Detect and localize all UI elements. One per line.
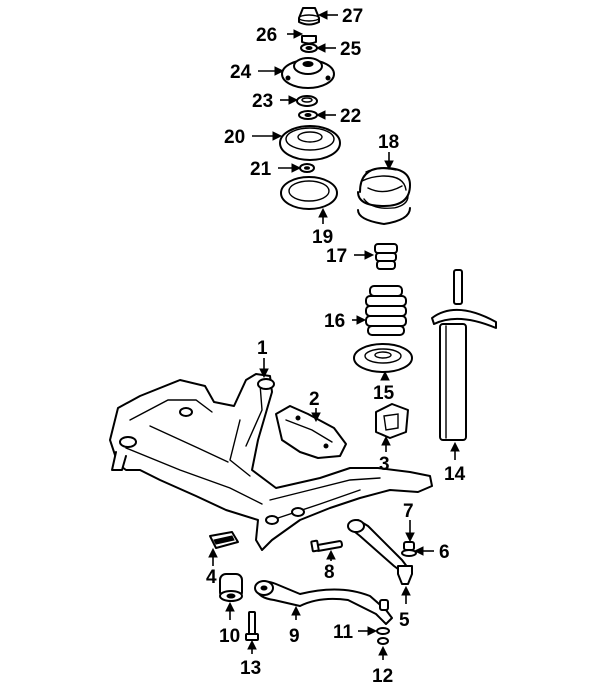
callout-2: 2 (309, 389, 320, 410)
part-13-bolt (245, 611, 259, 641)
part-3-bracket (375, 403, 409, 439)
callout-14: 14 (444, 464, 466, 485)
callout-6: 6 (439, 542, 450, 563)
part-17-bump-stop (374, 243, 398, 270)
part-24-upper-mount (281, 57, 335, 89)
callout-19: 19 (312, 227, 333, 248)
callout-27: 27 (342, 6, 363, 27)
callouts: 27 26 25 24 23 22 20 21 19 18 17 16 15 1… (206, 6, 466, 687)
part-18-coil-spring (357, 167, 411, 225)
part-14-strut (431, 269, 497, 441)
callout-9: 9 (289, 626, 300, 647)
callout-3: 3 (379, 454, 390, 475)
part-7-nut (401, 541, 417, 557)
callout-26: 26 (256, 25, 277, 46)
part-16-dust-boot (365, 285, 407, 336)
part-11-nut (376, 627, 390, 635)
callout-12: 12 (372, 666, 393, 687)
callout-15: 15 (373, 383, 395, 404)
part-20-spring-seat (279, 125, 341, 161)
callout-5: 5 (399, 610, 410, 631)
callout-8: 8 (324, 562, 335, 583)
part-26-nut (301, 35, 317, 45)
callout-17: 17 (326, 246, 347, 267)
part-25-washer (300, 43, 318, 53)
part-23-bushing (296, 95, 318, 107)
part-27-cap (298, 7, 320, 26)
part-15-lower-seat (353, 343, 413, 373)
callout-24: 24 (230, 62, 252, 83)
callout-25: 25 (340, 39, 362, 60)
callout-21: 21 (250, 159, 272, 180)
part-19-spring-pad (280, 176, 338, 210)
part-9-tension-strut (254, 580, 393, 625)
callout-22: 22 (340, 106, 361, 127)
part-10-bushing (219, 573, 243, 602)
part-22-washer (298, 110, 318, 120)
part-12-washer (377, 637, 389, 645)
callout-11: 11 (333, 622, 354, 643)
callout-4: 4 (206, 567, 217, 588)
callout-10: 10 (219, 626, 240, 647)
part-2-heat-shield (275, 405, 347, 459)
part-21-washer (299, 163, 315, 173)
callout-1: 1 (257, 338, 268, 359)
leader-lines (208, 10, 460, 660)
callout-20: 20 (224, 127, 245, 148)
callout-18: 18 (378, 132, 399, 153)
callout-16: 16 (324, 311, 345, 332)
part-6-control-arm (347, 519, 409, 573)
callout-7: 7 (403, 501, 414, 522)
part-5-ball-joint (397, 565, 413, 585)
callout-23: 23 (252, 91, 273, 112)
part-8-bolt (310, 539, 344, 553)
callout-13: 13 (240, 658, 261, 679)
part-4-bushing (209, 531, 239, 549)
part-1-subframe (109, 373, 433, 551)
